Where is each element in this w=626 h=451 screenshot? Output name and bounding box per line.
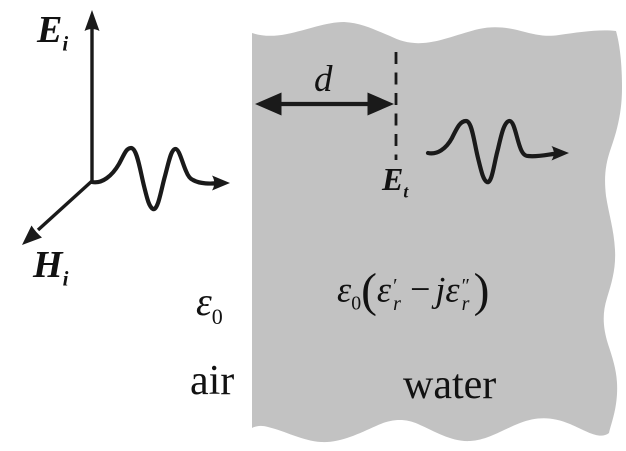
incident-h-field-label: Hi [33,244,69,291]
water-region-shape [252,22,622,443]
water-permittivity-formula: ε0(ε′r−jε″r) [337,265,490,317]
e-axis-arrow [84,10,100,181]
incident-wave-pulse [89,145,230,212]
air-permittivity-label: ε0 [196,279,223,329]
distance-arrow [255,92,394,116]
water-medium-label: water [403,362,497,408]
distance-label: d [314,59,333,100]
transmitted-wave-pulse [425,118,569,185]
air-medium-label: air [190,358,235,404]
transmitted-e-field-label: Et [382,161,409,202]
incident-e-field-label: Ei [37,9,69,56]
h-axis-arrow [22,179,94,245]
